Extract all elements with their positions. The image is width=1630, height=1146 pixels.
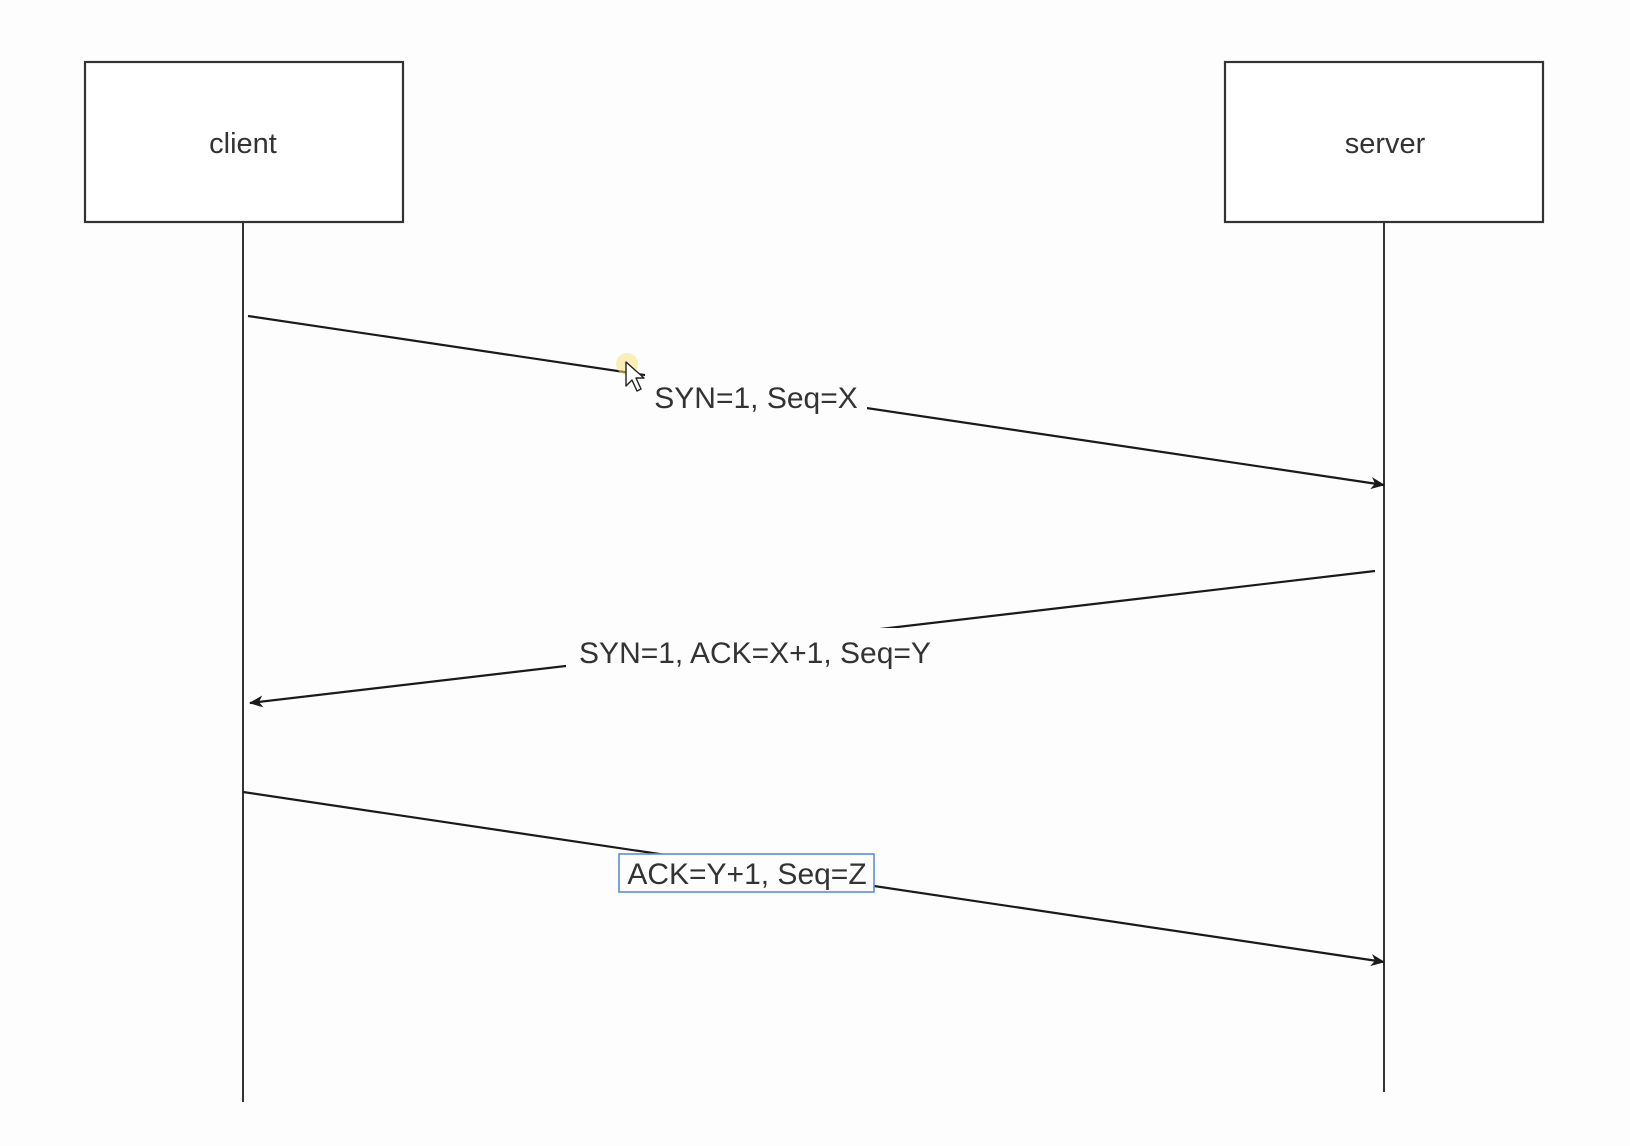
message-syn-ack-label-bg bbox=[566, 628, 942, 674]
message-ack-label[interactable]: ACK=Y+1, Seq=Z bbox=[627, 858, 866, 891]
mouse-pointer-icon bbox=[616, 353, 645, 392]
message-syn[interactable]: SYN=1, Seq=X bbox=[247, 314, 1385, 490]
message-ack[interactable]: ACK=Y+1, Seq=Z bbox=[242, 790, 1385, 967]
message-syn-label[interactable]: SYN=1, Seq=X bbox=[654, 382, 857, 415]
label-selection-box[interactable] bbox=[618, 853, 875, 893]
message-syn-label-bg bbox=[645, 374, 867, 418]
participant-server[interactable]: server bbox=[1223, 60, 1545, 224]
message-ack-label-bg bbox=[619, 854, 874, 892]
client-label: client bbox=[209, 128, 277, 160]
server-box[interactable] bbox=[1223, 60, 1545, 224]
message-syn-ack-label[interactable]: SYN=1, ACK=X+1, Seq=Y bbox=[579, 637, 931, 670]
message-syn-ack[interactable]: SYN=1, ACK=X+1, Seq=Y bbox=[249, 569, 1376, 708]
client-box[interactable] bbox=[83, 60, 405, 224]
participant-client[interactable]: client bbox=[83, 60, 405, 224]
server-label: server bbox=[1345, 128, 1426, 160]
